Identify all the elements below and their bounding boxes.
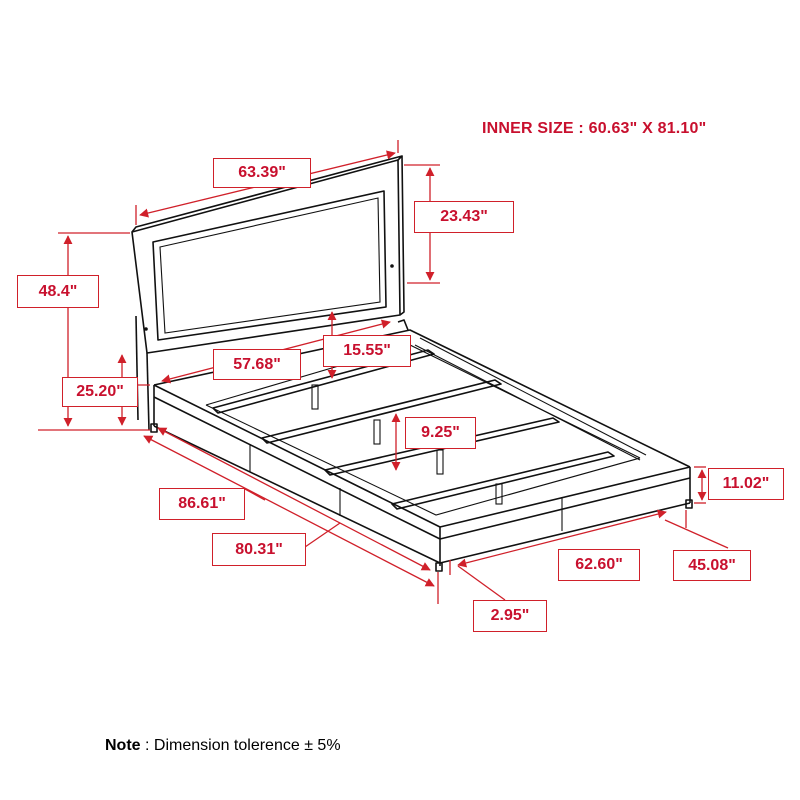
dim-headboard-to-rail: 15.55": [323, 335, 411, 367]
dim-side-depth: 45.08": [673, 550, 751, 581]
note-label: Note: [105, 737, 141, 754]
dim-headboard-panel-height: 23.43": [414, 201, 514, 233]
tolerance-note: Note : Dimension tolerence ± 5%: [105, 737, 341, 755]
dim-slat-to-floor: 9.25": [405, 417, 476, 449]
dim-inner-headboard-width: 57.68": [213, 349, 301, 380]
dim-rail-height: 11.02": [708, 468, 784, 500]
note-text: : Dimension tolerence ± 5%: [140, 737, 341, 754]
dim-overall-height: 48.4": [17, 275, 99, 308]
dim-footboard-width: 62.60": [558, 549, 640, 581]
dimension-lines: [38, 140, 729, 604]
dim-side-rail-length: 80.31": [212, 533, 306, 566]
dim-clearance-height: 25.20": [62, 377, 138, 407]
dim-leg-height: 2.95": [473, 600, 547, 632]
dim-headboard-width: 63.39": [213, 158, 311, 188]
headboard: [131, 155, 405, 431]
dim-overall-length: 86.61": [159, 488, 245, 520]
inner-size-label: INNER SIZE : 60.63" X 81.10": [482, 120, 707, 137]
